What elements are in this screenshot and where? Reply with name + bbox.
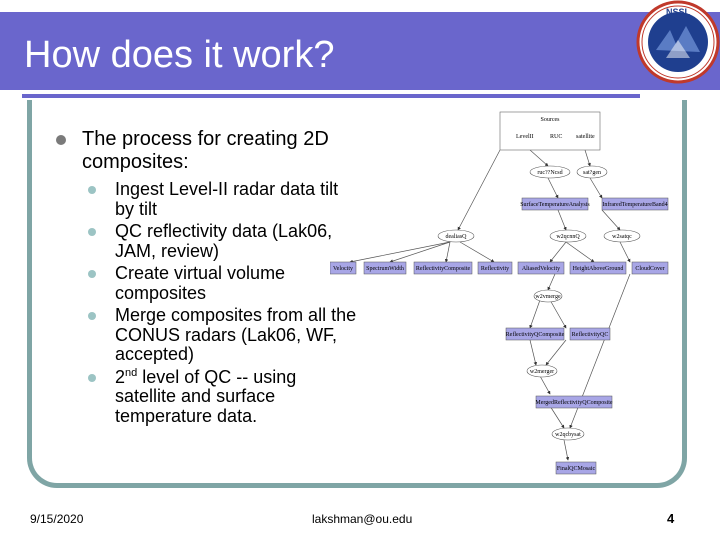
slide-title: How does it work?: [24, 34, 335, 76]
sub-bullet: Create virtual volume composites: [30, 263, 360, 303]
sub-bullet-text: Ingest Level-II radar data tilt by tilt: [115, 179, 339, 219]
svg-text:ruc??Ncsd: ruc??Ncsd: [537, 170, 562, 176]
sub-bullet-list: Ingest Level-II radar data tilt by tilt …: [30, 179, 360, 427]
reflectivity-node: [477, 261, 513, 275]
svg-text:SpectrumWidth: SpectrumWidth: [366, 266, 404, 272]
bullet-dot: [56, 135, 66, 145]
sub-bullet-text: Create virtual volume composites: [115, 263, 286, 303]
sub-bullet: 2nd level of QC -- using satellite and s…: [30, 366, 360, 427]
footer-email: lakshman@ou.edu: [312, 512, 413, 526]
logo-text: NSSL: [666, 7, 691, 17]
sources-label: Sources: [541, 117, 561, 123]
refl-qc-node: [569, 327, 611, 341]
vmerge-node: [533, 289, 563, 303]
svg-text:HeightAboveGround: HeightAboveGround: [573, 266, 624, 272]
bullet-dot: [88, 312, 96, 320]
sub-bullet: Ingest Level-II radar data tilt by tilt: [30, 179, 360, 219]
processing-flow-diagram: Sources LevelII RUC satellite ruc??Ncsd …: [330, 111, 669, 475]
sub-bullet-text: 2nd level of QC -- using satellite and s…: [115, 366, 297, 426]
source-satellite: satellite: [576, 134, 595, 140]
sources-box: [499, 111, 601, 151]
svg-text:sat?gen: sat?gen: [583, 170, 601, 176]
velocity-node: [330, 261, 357, 275]
sub-bullet: QC reflectivity data (Lak06, JAM, review…: [30, 221, 360, 261]
main-bullet: The process for creating 2D composites:: [30, 128, 360, 174]
svg-text:AliasedVelocity: AliasedVelocity: [522, 266, 560, 272]
title-bar: [0, 12, 720, 90]
svg-text:Velocity: Velocity: [333, 266, 353, 272]
height-above-node: [569, 261, 627, 275]
svg-text:w2qcbysat: w2qcbysat: [555, 432, 581, 438]
svg-text:dealiasQ: dealiasQ: [446, 234, 468, 240]
bullet-list: The process for creating 2D composites: …: [30, 128, 360, 429]
merged-refl-node: [535, 395, 613, 409]
svg-text:w2qcnnQ: w2qcnnQ: [556, 234, 580, 240]
svg-text:w2merger: w2merger: [530, 369, 554, 375]
svg-text:Reflectivity: Reflectivity: [481, 265, 509, 272]
sub-bullet-text: Merge composites from all the CONUS rada…: [115, 305, 357, 364]
svg-text:FinalQCMosaic: FinalQCMosaic: [557, 466, 596, 472]
spectrum-width-node: [363, 261, 407, 275]
svg-text:ReflectivityQC: ReflectivityQC: [572, 331, 609, 338]
surface-temp-node: [521, 197, 589, 211]
footer-date: 9/15/2020: [30, 512, 84, 526]
final-output-node: [555, 461, 597, 475]
nssl-logo: NSSL: [636, 0, 720, 84]
refl-qc-composite-node: [505, 327, 565, 341]
cloud-cover-node: [631, 261, 669, 275]
page-number: 4: [667, 511, 675, 526]
svg-text:w2satqc: w2satqc: [612, 234, 632, 240]
source-level2: LevelII: [516, 134, 534, 140]
final-qc-node: [551, 427, 585, 441]
bullet-dot: [88, 373, 96, 382]
svg-text:CloudCover: CloudCover: [635, 266, 664, 272]
bullet-dot: [88, 270, 96, 278]
sat-node: [576, 165, 608, 179]
diagram-nodes: Sources LevelII RUC satellite ruc??Ncsd …: [330, 111, 669, 475]
refl-composite-node: [413, 261, 473, 275]
qc-node: [549, 229, 587, 243]
sat-qc-node: [603, 229, 641, 243]
merger-node: [526, 364, 558, 378]
bullet-dot: [88, 186, 96, 194]
svg-text:MergedReflectivityQComposite: MergedReflectivityQComposite: [535, 399, 613, 406]
diagram-edges: [349, 149, 631, 461]
svg-text:ReflectivityComposite: ReflectivityComposite: [416, 265, 471, 272]
svg-text:SurfaceTemperatureAnalysis: SurfaceTemperatureAnalysis: [520, 201, 590, 208]
svg-text:InfraredTemperatureBand4: InfraredTemperatureBand4: [602, 201, 667, 208]
sub-bullet: Merge composites from all the CONUS rada…: [30, 305, 360, 365]
sub-bullet-text: QC reflectivity data (Lak06, JAM, review…: [115, 221, 333, 261]
title-underline: [22, 94, 640, 98]
infrared-temp-node: [601, 197, 669, 211]
svg-text:w2vmerge: w2vmerge: [535, 294, 561, 300]
dealias-node: [437, 229, 475, 243]
ruc-node: [529, 165, 571, 179]
main-bullet-text: The process for creating 2D composites:: [82, 128, 329, 173]
content-frame: [27, 100, 687, 488]
svg-text:ReflectivityQComposite: ReflectivityQComposite: [506, 331, 565, 338]
bullet-dot: [88, 228, 96, 236]
source-ruc: RUC: [550, 134, 562, 140]
aliased-velocity-node: [517, 261, 565, 275]
